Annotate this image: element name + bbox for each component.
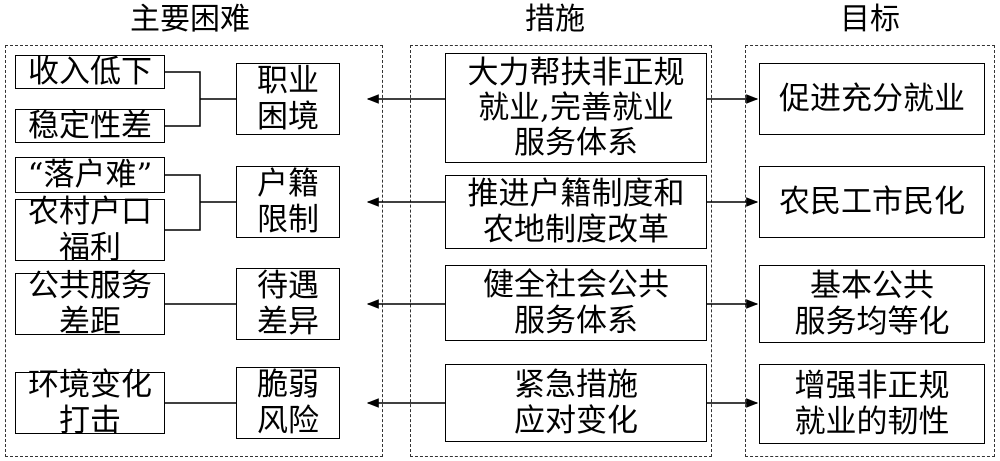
goal-informal-employment-resilience: 增强非正规 就业的韧性 (759, 364, 985, 444)
goal-equal-public-services: 基本公共 服务均等化 (759, 265, 985, 343)
cause-settlement-hard: “落户难” (15, 157, 165, 193)
measure-support-informal-employment: 大力帮扶非正规 就业,完善就业 服务体系 (445, 53, 707, 163)
difficulty-treatment-gap: 待遇 差异 (236, 268, 340, 340)
measures-group (410, 45, 712, 457)
measures-header: 措施 (525, 2, 585, 37)
goals-header: 目标 (840, 2, 900, 37)
cause-public-service-gap: 公共服务 差距 (15, 268, 165, 340)
cause-environment-shock: 环境变化 打击 (15, 367, 165, 439)
cause-income-low: 收入低下 (15, 54, 165, 90)
difficulties-header: 主要困难 (130, 2, 250, 37)
measure-public-service-system: 健全社会公共 服务体系 (445, 265, 707, 341)
cause-instability: 稳定性差 (15, 108, 165, 144)
measure-emergency-response: 紧急措施 应对变化 (445, 364, 707, 442)
cause-rural-hukou-welfare: 农村户口 福利 (15, 194, 165, 266)
difficulty-vulnerability-risk: 脆弱 风险 (236, 367, 340, 439)
goals-group (745, 45, 995, 457)
difficulty-career-dilemma: 职业 困境 (236, 63, 340, 135)
goal-full-employment: 促进充分就业 (759, 63, 985, 135)
difficulty-hukou-restriction: 户籍 限制 (236, 166, 340, 238)
goal-urbanize-migrant-workers: 农民工市民化 (759, 166, 985, 238)
measure-hukou-land-reform: 推进户籍制度和 农地制度改革 (445, 175, 707, 249)
difficulties-group (5, 45, 383, 457)
